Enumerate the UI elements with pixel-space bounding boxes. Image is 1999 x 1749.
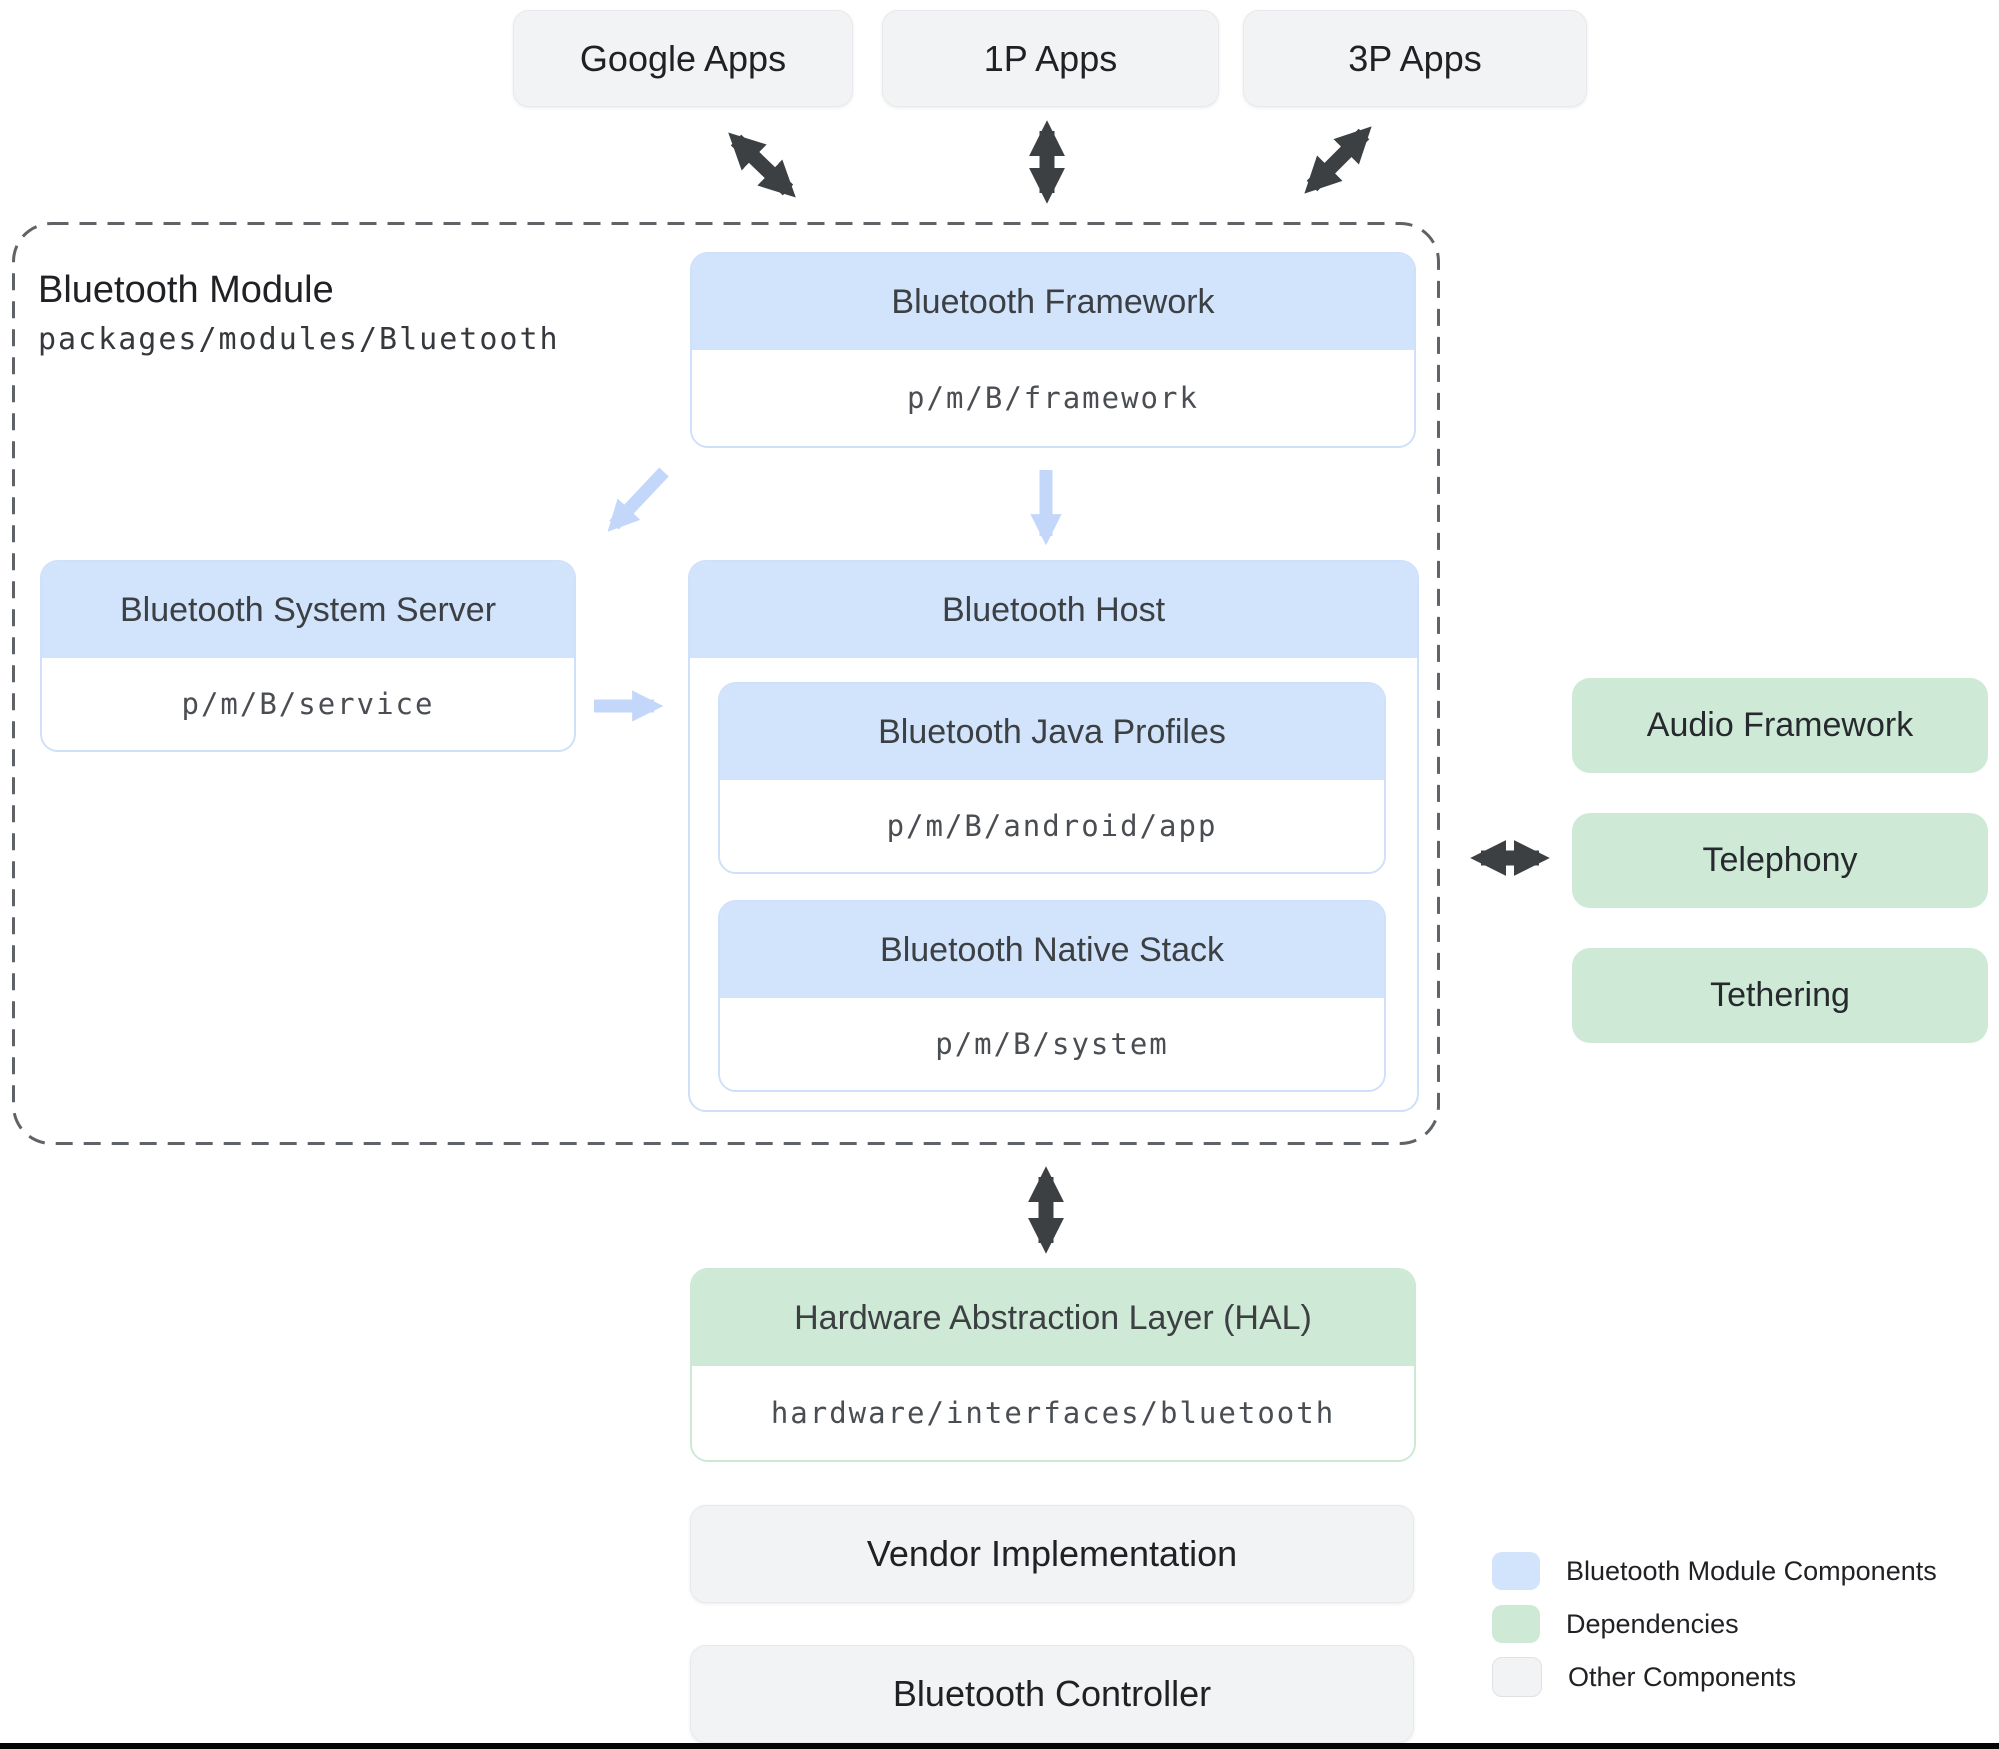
1p-apps-label: 1P Apps [983,37,1118,79]
vendor-implementation-label: Vendor Implementation [866,1533,1238,1574]
dependency-telephony-box: Telephony [1572,813,1988,908]
framework-system-server-arrow-icon [607,467,669,532]
bluetooth-framework-title: Bluetooth Framework [692,254,1414,350]
bluetooth-controller-box: Bluetooth Controller [690,1645,1414,1743]
vendor-implementation-box: Vendor Implementation [690,1505,1414,1603]
dependency-audio-framework-box: Audio Framework [1572,678,1988,773]
1p-apps-box: 1P Apps [882,10,1219,107]
module-title: Bluetooth Module [38,269,334,311]
bluetooth-native-stack-title: Bluetooth Native Stack [720,902,1384,998]
bluetooth-java-profiles-path: p/m/B/android/app [720,780,1384,872]
legend-swatch-gray [1492,1657,1542,1697]
legend-swatch-green [1492,1605,1540,1643]
google-apps-module-arrow-icon [728,132,796,198]
legend-label-other-components: Other Components [1568,1661,1797,1692]
legend-item-dependencies: Dependencies [1492,1605,1937,1643]
bluetooth-framework-box: Bluetooth Framework p/m/B/framework [690,252,1416,448]
3p-apps-box: 3P Apps [1243,10,1587,107]
bluetooth-system-server-path: p/m/B/service [42,658,574,750]
audio-framework-label: Audio Framework [1646,706,1914,744]
hal-box: Hardware Abstraction Layer (HAL) hardwar… [690,1268,1416,1462]
legend: Bluetooth Module Components Dependencies… [1492,1552,1937,1711]
legend-swatch-blue [1492,1552,1540,1590]
hal-path: hardware/interfaces/bluetooth [692,1366,1414,1460]
hal-title: Hardware Abstraction Layer (HAL) [692,1270,1414,1366]
legend-label-dependencies: Dependencies [1566,1608,1739,1639]
bluetooth-java-profiles-box: Bluetooth Java Profiles p/m/B/android/ap… [718,682,1386,874]
telephony-label: Telephony [1702,841,1858,879]
bluetooth-controller-label: Bluetooth Controller [892,1673,1212,1714]
3p-apps-module-arrow-icon [1304,126,1372,194]
google-apps-label: Google Apps [579,37,787,79]
module-label: Bluetooth Module packages/modules/Blueto… [38,268,560,357]
bluetooth-system-server-title: Bluetooth System Server [42,562,574,658]
bluetooth-native-stack-path: p/m/B/system [720,998,1384,1090]
bluetooth-host-box: Bluetooth Host Bluetooth Java Profiles p… [688,560,1419,1112]
bluetooth-framework-path: p/m/B/framework [692,350,1414,446]
bluetooth-host-title: Bluetooth Host [690,562,1417,658]
3p-apps-label: 3P Apps [1348,37,1482,79]
legend-item-module-components: Bluetooth Module Components [1492,1552,1937,1590]
module-path: packages/modules/Bluetooth [38,321,560,357]
tethering-label: Tethering [1710,976,1850,1014]
bottom-edge-bar [0,1743,1999,1749]
legend-item-other-components: Other Components [1492,1657,1937,1697]
bluetooth-java-profiles-title: Bluetooth Java Profiles [720,684,1384,780]
bluetooth-system-server-box: Bluetooth System Server p/m/B/service [40,560,576,752]
bluetooth-native-stack-box: Bluetooth Native Stack p/m/B/system [718,900,1386,1092]
legend-label-module-components: Bluetooth Module Components [1566,1555,1937,1586]
google-apps-box: Google Apps [513,10,853,107]
dependency-tethering-box: Tethering [1572,948,1988,1043]
